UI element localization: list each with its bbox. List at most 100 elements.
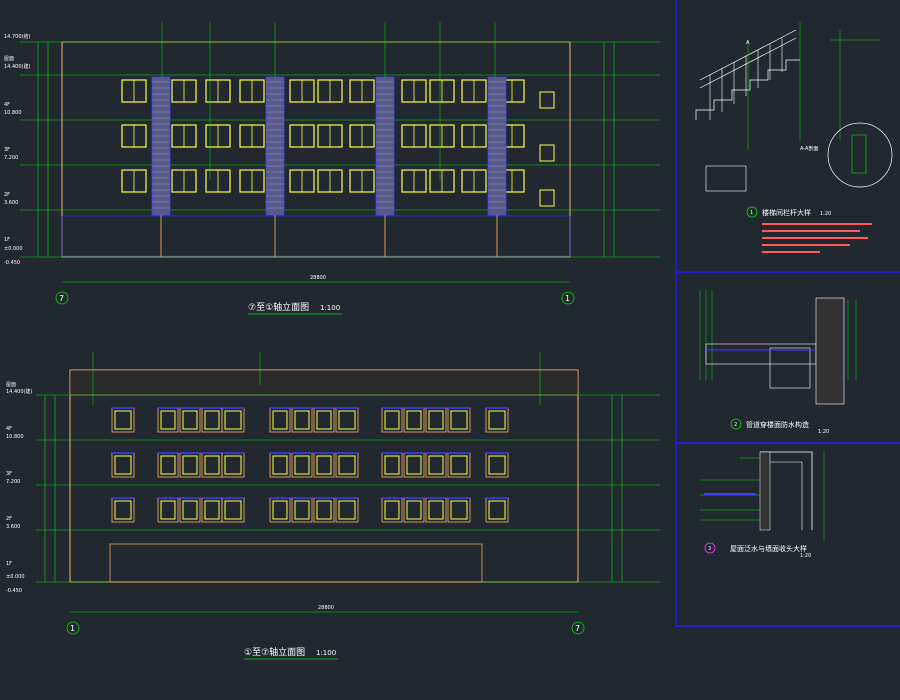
bottom-total-dim: 28800 bbox=[318, 605, 334, 611]
detail-frame bbox=[675, 0, 900, 627]
top-side-window bbox=[539, 144, 555, 162]
bottom-window bbox=[384, 410, 400, 430]
bottom-window bbox=[224, 410, 242, 430]
bottom-floor-4f: 4F bbox=[6, 426, 12, 432]
top-level-5: ±0.000 bbox=[4, 246, 23, 252]
top-floor-1f: 1F bbox=[4, 237, 10, 243]
top-level-1: 14.400(建) bbox=[4, 63, 30, 70]
detail-1-title: 楼梯间栏杆大样 bbox=[762, 208, 811, 217]
top-floor-4f: 4F bbox=[4, 102, 10, 108]
bottom-window bbox=[182, 410, 198, 430]
top-side-window bbox=[539, 189, 555, 207]
bottom-window bbox=[224, 455, 242, 475]
bottom-window bbox=[160, 500, 176, 520]
top-stair-panels bbox=[151, 76, 507, 257]
bottom-window bbox=[272, 500, 288, 520]
top-level-2: 10.800 bbox=[4, 110, 22, 116]
stair-panel bbox=[487, 76, 507, 216]
bottom-window bbox=[316, 455, 332, 475]
bottom-level-1: 10.800 bbox=[6, 434, 24, 440]
top-axis-left: 7 bbox=[59, 294, 64, 303]
bottom-window bbox=[406, 410, 422, 430]
bottom-level-2: 7.200 bbox=[6, 479, 20, 485]
bottom-axis-left: 1 bbox=[70, 624, 75, 633]
bottom-window bbox=[294, 500, 310, 520]
bottom-axis-right: 7 bbox=[575, 624, 580, 633]
bottom-window bbox=[272, 410, 288, 430]
stair-panel bbox=[151, 76, 171, 216]
top-level-6: -0.450 bbox=[4, 260, 20, 266]
detail-1-railing: A A-A剖面 1 楼梯间栏杆大样 1:20 bbox=[695, 22, 893, 253]
bottom-window bbox=[428, 500, 444, 520]
bottom-window bbox=[488, 410, 506, 430]
bottom-window bbox=[384, 500, 400, 520]
bottom-window bbox=[182, 500, 198, 520]
bottom-window bbox=[488, 455, 506, 475]
bottom-window bbox=[224, 500, 242, 520]
detail-1-notes bbox=[762, 223, 872, 253]
bottom-window-grid bbox=[111, 407, 509, 523]
bottom-window bbox=[182, 455, 198, 475]
bottom-window bbox=[294, 410, 310, 430]
detail-2-title: 管道穿楼面防水构造 bbox=[746, 420, 809, 429]
bottom-window bbox=[294, 455, 310, 475]
top-total-dim: 28800 bbox=[310, 275, 326, 281]
bottom-elevation-scale: 1:100 bbox=[316, 649, 336, 657]
bottom-window bbox=[204, 410, 220, 430]
bottom-floor-2f: 2F bbox=[6, 516, 12, 522]
detail-3-roof-flashing: 3 屋面泛水与墙面收头大样 1:20 bbox=[700, 451, 825, 559]
top-elevation-scale: 1:100 bbox=[320, 304, 340, 312]
top-level-3: 7.200 bbox=[4, 155, 18, 161]
bottom-window bbox=[114, 500, 132, 520]
detail-1-scale: 1:20 bbox=[820, 211, 831, 217]
bottom-window bbox=[316, 500, 332, 520]
detail-1-index: 1 bbox=[750, 210, 753, 216]
detail-2-scale: 1:20 bbox=[818, 429, 829, 435]
stair-panel bbox=[375, 76, 395, 216]
bottom-window bbox=[204, 500, 220, 520]
bottom-window bbox=[406, 500, 422, 520]
bottom-level-4: ±0.000 bbox=[6, 574, 25, 580]
bottom-floor-roof: 屋面 bbox=[6, 382, 16, 388]
top-axis-right: 1 bbox=[565, 294, 570, 303]
bottom-window bbox=[204, 455, 220, 475]
bottom-window bbox=[406, 455, 422, 475]
bottom-window bbox=[272, 455, 288, 475]
bottom-floor-1f: 1F bbox=[6, 561, 12, 567]
bottom-window bbox=[384, 455, 400, 475]
detail-2-index: 2 bbox=[734, 422, 737, 428]
bottom-level-0: 14.400(建) bbox=[6, 388, 32, 395]
top-level-0: 14.700(结) bbox=[4, 33, 30, 40]
detail-2-pipe-waterproofing: 2 管道穿楼面防水构造 1:20 bbox=[699, 290, 857, 435]
bottom-window bbox=[488, 500, 506, 520]
bottom-window bbox=[114, 410, 132, 430]
bottom-level-3: 3.600 bbox=[6, 524, 20, 530]
bottom-window bbox=[450, 500, 468, 520]
bottom-elevation-title: ①至⑦轴立面图 bbox=[244, 646, 305, 658]
elevation-bottom: 28800 1 7 ①至⑦轴立面图 1:100 屋面 4F 3F 2F 1F 1… bbox=[6, 352, 660, 660]
detail-3-scale: 1:20 bbox=[800, 553, 811, 559]
bottom-window bbox=[338, 410, 356, 430]
bottom-window bbox=[338, 455, 356, 475]
bottom-window bbox=[450, 410, 468, 430]
bottom-window bbox=[428, 455, 444, 475]
detail-3-title: 屋面泛水与墙面收头大样 bbox=[730, 544, 807, 553]
bottom-level-5: -0.450 bbox=[6, 588, 22, 594]
bottom-window bbox=[450, 455, 468, 475]
detail-3-index: 3 bbox=[708, 546, 711, 552]
detail-1-section-mark: A bbox=[746, 40, 750, 46]
bottom-window bbox=[160, 455, 176, 475]
bottom-window bbox=[316, 410, 332, 430]
detail-1-section-label: A-A剖面 bbox=[800, 145, 818, 152]
top-floor-2f: 2F bbox=[4, 192, 10, 198]
top-level-4: 3.600 bbox=[4, 200, 18, 206]
top-elevation-title: ⑦至①轴立面图 bbox=[248, 301, 309, 313]
bottom-window bbox=[114, 455, 132, 475]
bottom-floor-3f: 3F bbox=[6, 471, 12, 477]
bottom-window bbox=[428, 410, 444, 430]
elevation-top: 28800 7 1 ⑦至①轴立面图 1:100 屋面 4F 3F 2F 1F 1… bbox=[4, 22, 660, 315]
bottom-window bbox=[160, 410, 176, 430]
top-floor-3f: 3F bbox=[4, 147, 10, 153]
top-side-window bbox=[539, 91, 555, 109]
